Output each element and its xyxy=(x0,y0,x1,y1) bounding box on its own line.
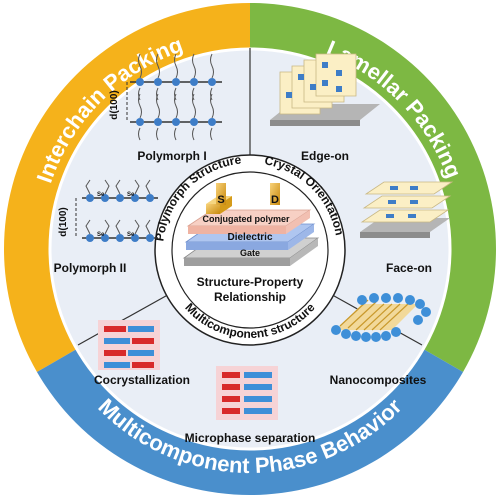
cocrystallization-label: Cocrystallization xyxy=(94,373,190,387)
center-title-line1: Structure-Property xyxy=(197,275,304,289)
microphase-label: Microphase separation xyxy=(185,431,316,445)
ring-yellow-sector xyxy=(4,3,251,372)
dielectric-label: Dielectric xyxy=(227,232,272,243)
se-label: Se xyxy=(97,192,105,198)
face-on-illustration xyxy=(360,181,454,238)
face-on-label: Face-on xyxy=(386,261,432,275)
polymorph2-illustration: Se Se Se Se d(100) xyxy=(58,179,158,242)
outer-ring xyxy=(4,3,496,495)
ofet-device: S D Conjugated polymer Dielectric Gate xyxy=(182,183,320,266)
source-label: S xyxy=(217,194,224,206)
gate-label: Gate xyxy=(240,248,260,258)
edge-on-illustration xyxy=(270,53,380,126)
d100-label-2: d(100) xyxy=(58,207,69,236)
source-bar xyxy=(216,183,226,205)
drain-bar xyxy=(270,183,280,205)
center-title-line2: Relationship xyxy=(214,290,286,304)
polymorph1-illustration: d(100) xyxy=(109,53,222,141)
se-label: Se xyxy=(97,232,105,238)
microphase-illustration xyxy=(216,366,278,420)
se-label: Se xyxy=(127,232,135,238)
polymorph2-label: Polymorph II xyxy=(54,261,127,275)
nanocomposites-illustration xyxy=(331,293,431,342)
ring-green-sector xyxy=(250,3,496,372)
semiconductor-label: Conjugated polymer xyxy=(202,214,290,224)
cocrystallization-illustration xyxy=(98,320,160,370)
drain-label: D xyxy=(271,194,279,206)
nanocomposites-label: Nanocomposites xyxy=(330,373,427,387)
edge-on-label: Edge-on xyxy=(301,149,349,163)
polymorph1-label: Polymorph I xyxy=(137,149,206,163)
ring-blue-sector xyxy=(36,349,464,495)
d100-label-1: d(100) xyxy=(109,90,120,119)
se-label: Se xyxy=(127,192,135,198)
